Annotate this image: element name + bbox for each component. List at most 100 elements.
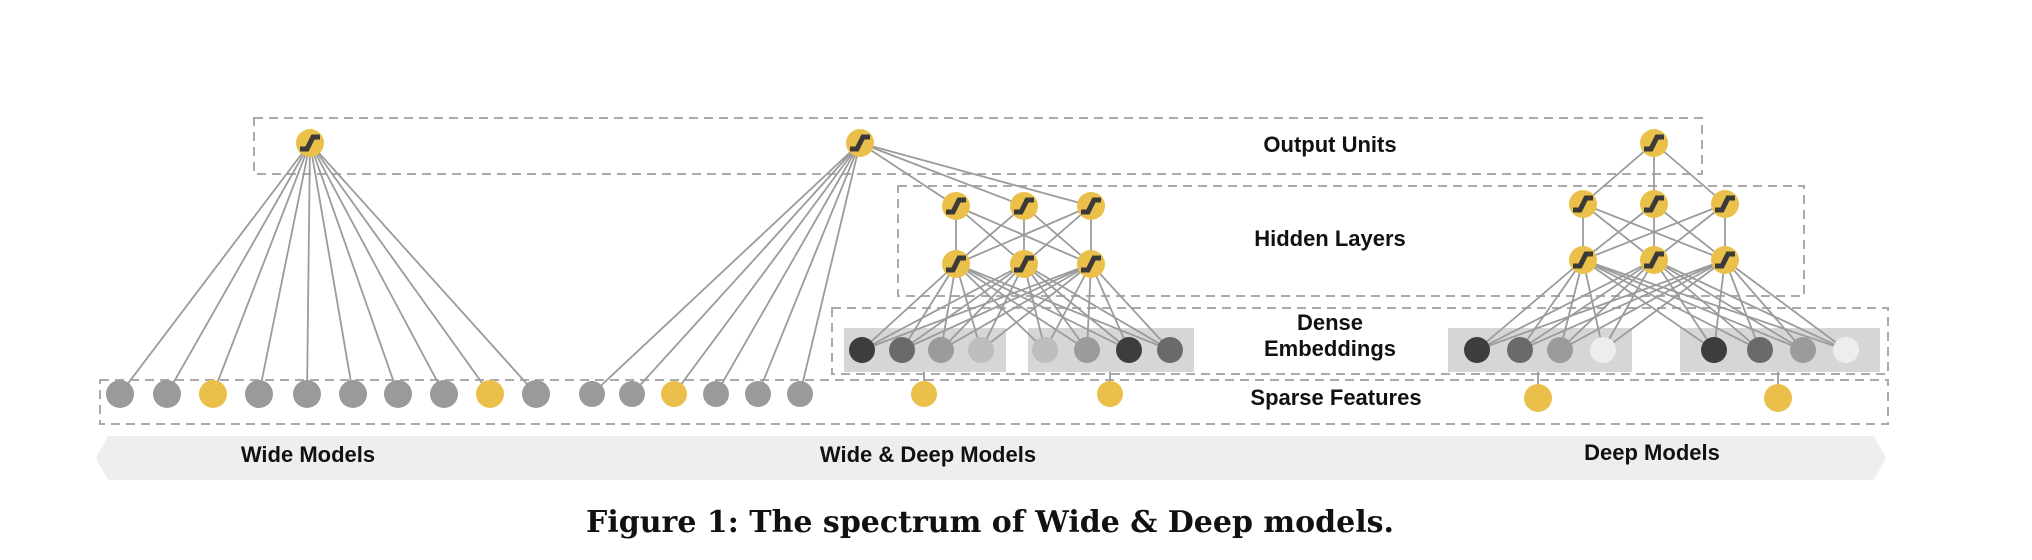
wide-deep-models-label: Wide & Deep Models (820, 442, 1036, 467)
connection-line (1582, 259, 1804, 351)
connection-line (1582, 259, 1604, 351)
dense-embeddings-band (831, 307, 1889, 375)
feature-node-icon (619, 381, 645, 407)
connection-line (757, 142, 861, 395)
connections (119, 142, 1847, 398)
connection-line (799, 142, 861, 395)
feature-node-icon (339, 380, 367, 408)
connection-line (1090, 263, 1130, 351)
connection-line (901, 263, 957, 351)
sigmoid-unit-icon (1711, 190, 1739, 218)
connection-line (1653, 259, 1804, 351)
connection-line (1582, 259, 1761, 351)
sigmoid-unit-icon (1077, 192, 1105, 220)
feature-node-icon (522, 380, 550, 408)
embedding-node-icon (1032, 337, 1058, 363)
sparse-features-band (99, 379, 1889, 425)
connection-line (119, 142, 311, 395)
connection-line (309, 142, 399, 395)
sigmoid-unit-icon (1569, 190, 1597, 218)
connection-line (955, 263, 1046, 351)
output-units-label: Output Units (1263, 132, 1396, 157)
feature-node-icon (911, 381, 937, 407)
embedding-node-icon (1074, 337, 1100, 363)
sigmoid-unit-icon (296, 129, 324, 157)
connection-line (1519, 259, 1655, 351)
figure-caption: Figure 1: The spectrum of Wide & Deep mo… (586, 505, 1394, 540)
connection-line (1023, 205, 1092, 265)
deep-models-label: Deep Models (1584, 440, 1720, 465)
sparse-features-label: Sparse Features (1250, 385, 1421, 410)
connection-line (1090, 263, 1171, 351)
connection-line (1559, 259, 1655, 351)
connection-line (859, 142, 1025, 207)
hidden-layers-label: Hidden Layers (1254, 226, 1406, 251)
connection-line (859, 142, 1092, 207)
connection-line (940, 263, 1092, 351)
connection-line (715, 142, 861, 395)
connection-line (861, 263, 1092, 351)
feature-node-icon (430, 380, 458, 408)
embedding-node-icon (1157, 337, 1183, 363)
sigmoid-unit-icon (942, 250, 970, 278)
sigmoid-unit-icon (846, 129, 874, 157)
connection-line (1476, 259, 1655, 351)
connection-line (1653, 142, 1726, 205)
connection-line (940, 263, 957, 351)
connection-line (1724, 259, 1804, 351)
connection-line (955, 263, 1171, 351)
connection-line (309, 142, 491, 395)
embedding-node-icon (1547, 337, 1573, 363)
connection-line (166, 142, 311, 395)
layer-bands (99, 117, 1889, 425)
embedding-node-icon (1464, 337, 1490, 363)
connection-line (306, 142, 311, 395)
connection-line (1023, 263, 1130, 351)
connection-line (591, 142, 861, 395)
connection-line (955, 205, 1092, 265)
sigmoid-unit-icon (1010, 250, 1038, 278)
connection-line (1519, 259, 1726, 351)
sigmoid-unit-icon (1640, 246, 1668, 274)
sigmoid-unit-icon (1569, 246, 1597, 274)
connection-line (1582, 203, 1726, 261)
connection-line (901, 263, 1092, 351)
feature-node-icon (1097, 381, 1123, 407)
embedding-node-icon (1747, 337, 1773, 363)
connection-line (1044, 263, 1092, 351)
connection-line (901, 263, 1025, 351)
feature-node-icon (106, 380, 134, 408)
embedding-node-icon (1507, 337, 1533, 363)
connection-line (309, 142, 354, 395)
connection-line (940, 263, 1025, 351)
wide-deep-diagram: Output Units Hidden Layers Dense Embeddi… (96, 117, 1889, 480)
connection-line (258, 142, 311, 395)
connection-line (1653, 259, 1761, 351)
feature-node-icon (199, 380, 227, 408)
feature-node-icon (579, 381, 605, 407)
embedding-node-icon (1833, 337, 1859, 363)
embedding-node-icon (928, 337, 954, 363)
connection-line (1023, 263, 1088, 351)
connection-line (1713, 259, 1726, 351)
connection-line (1653, 259, 1715, 351)
connection-line (1582, 259, 1847, 351)
connection-line (1023, 263, 1046, 351)
dense-label-line2: Embeddings (1264, 336, 1396, 361)
connection-line (1559, 259, 1584, 351)
connection-line (673, 142, 861, 395)
connection-line (309, 142, 537, 395)
connection-line (1476, 259, 1584, 351)
sigmoid-unit-icon (1640, 190, 1668, 218)
connection-line (309, 142, 445, 395)
feature-node-icon (153, 380, 181, 408)
sigmoid-unit-icon (1010, 192, 1038, 220)
feature-node-icon (661, 381, 687, 407)
output-units-band (253, 117, 1703, 175)
connection-line (861, 263, 957, 351)
embedding-node-icon (968, 337, 994, 363)
sigmoid-unit-icon (942, 192, 970, 220)
feature-node-icon (476, 380, 504, 408)
embedding-node-icon (1590, 337, 1616, 363)
connection-line (955, 263, 982, 351)
